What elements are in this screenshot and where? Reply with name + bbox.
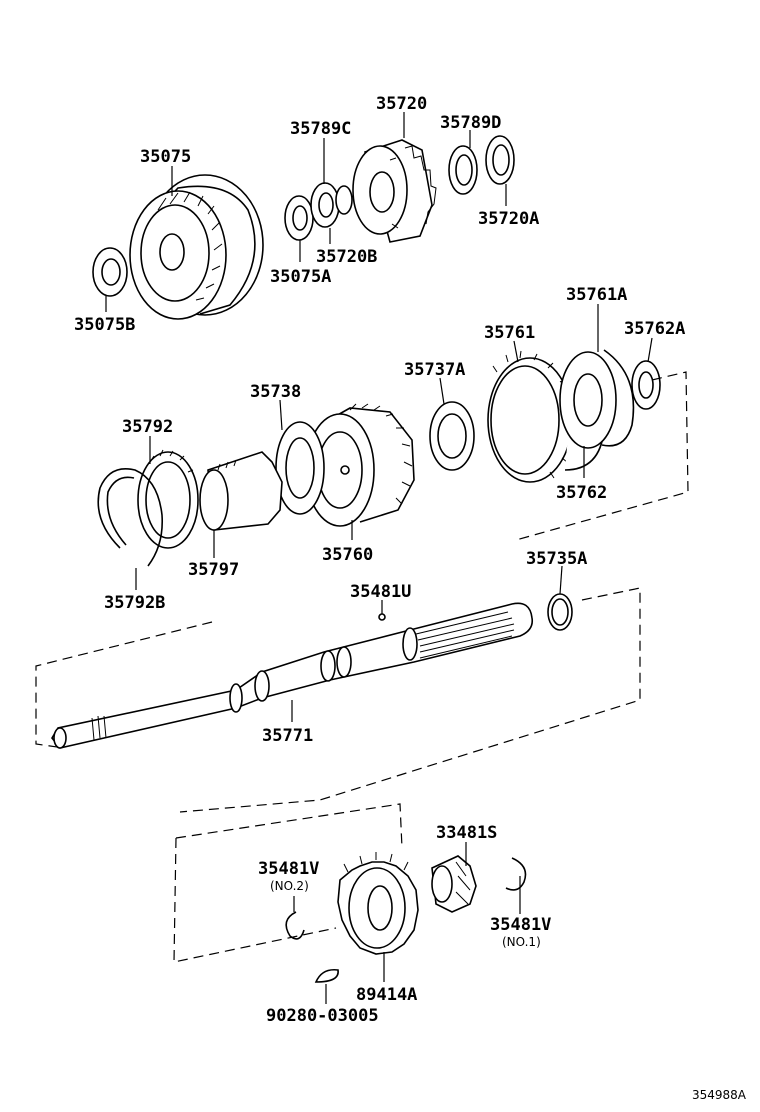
part-90280-03005-drawing[interactable] <box>314 968 339 983</box>
label-35075B: 35075B <box>74 315 135 335</box>
label-35771: 35771 <box>262 726 313 746</box>
part-35075-drawing[interactable] <box>129 174 264 320</box>
part-35789D-drawing[interactable] <box>448 145 478 195</box>
part-35762-drawing[interactable] <box>559 351 617 449</box>
label-35762: 35762 <box>556 483 607 503</box>
label-35738: 35738 <box>250 382 301 402</box>
part-35720A-drawing[interactable] <box>485 135 515 185</box>
part-35481V-no1-drawing[interactable] <box>505 857 527 891</box>
leader-lines <box>105 112 653 1004</box>
label-35737A: 35737A <box>404 360 465 380</box>
part-35792-drawing[interactable] <box>137 449 199 549</box>
label-35720A: 35720A <box>478 209 539 229</box>
label-35075A: 35075A <box>270 267 331 287</box>
label-35720B: 35720B <box>316 247 377 267</box>
assembly-boundary-bottom <box>173 803 403 963</box>
label-33481S: 33481S <box>436 823 497 843</box>
part-89414A-drawing[interactable] <box>337 852 419 955</box>
label-35481V-no2-note: (NO.2) <box>270 879 309 893</box>
label-35760: 35760 <box>322 545 373 565</box>
part-35481V-no2-drawing[interactable] <box>285 911 305 940</box>
assembly-boundary-middle <box>515 371 689 541</box>
part-35761A-drawing[interactable] <box>601 349 635 447</box>
part-35737A-drawing[interactable] <box>429 401 475 471</box>
label-35761: 35761 <box>484 323 535 343</box>
diagram-reference-code: 354988A <box>692 1088 747 1102</box>
label-35735A: 35735A <box>526 549 587 569</box>
part-35762A-drawing[interactable] <box>631 360 661 410</box>
part-35771-drawing[interactable] <box>51 602 534 749</box>
label-35481U: 35481U <box>350 582 411 602</box>
part-33481S-drawing[interactable] <box>431 855 477 913</box>
part-35760-drawing[interactable] <box>305 403 415 527</box>
label-35792: 35792 <box>122 417 173 437</box>
label-35762A: 35762A <box>624 319 685 339</box>
part-35792B-drawing[interactable] <box>97 468 164 567</box>
part-35738-drawing[interactable] <box>275 421 325 515</box>
part-35789C-drawing[interactable] <box>335 185 353 215</box>
part-35075A-drawing[interactable] <box>284 195 314 241</box>
part-35797-drawing[interactable] <box>199 451 283 531</box>
label-35481V-no1: 35481V <box>490 915 551 935</box>
label-35792B: 35792B <box>104 593 165 613</box>
part-35075B-drawing[interactable] <box>92 247 128 297</box>
part-35735A-drawing[interactable] <box>547 593 573 631</box>
label-35481V-no1-note: (NO.1) <box>502 935 541 949</box>
label-35797: 35797 <box>188 560 239 580</box>
part-35720B-drawing[interactable] <box>310 182 340 228</box>
label-35761A: 35761A <box>566 285 627 305</box>
part-35481U-drawing[interactable] <box>378 613 386 621</box>
label-89414A: 89414A <box>356 985 417 1005</box>
assembly-boundary-shaft <box>35 587 641 813</box>
part-35720-drawing[interactable] <box>352 139 437 243</box>
label-35789C: 35789C <box>290 119 351 139</box>
label-35075: 35075 <box>140 147 191 167</box>
label-90280-03005: 90280-03005 <box>266 1006 379 1026</box>
label-35789D: 35789D <box>440 113 501 133</box>
label-35481V-no2: 35481V <box>258 859 319 879</box>
label-35720: 35720 <box>376 94 427 114</box>
